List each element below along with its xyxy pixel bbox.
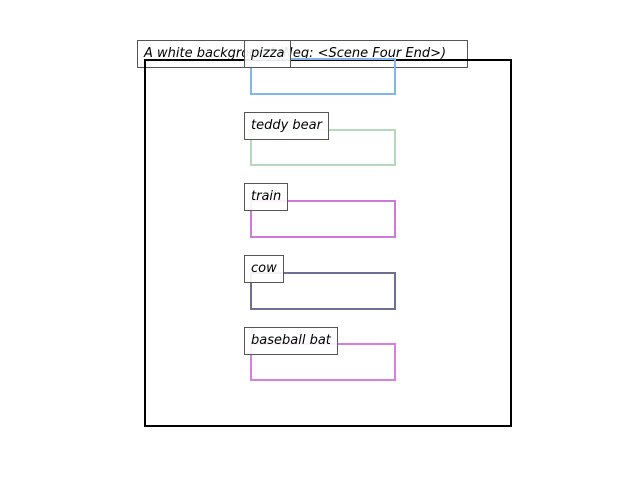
scene-frame	[144, 59, 512, 427]
object-box-pizza	[250, 58, 396, 95]
object-box-train	[250, 200, 396, 238]
scene-caption: A white background (Neg: <Scene Four End…	[137, 40, 468, 68]
object-label-teddy-bear: teddy bear	[244, 112, 329, 140]
object-label-pizza: pizza	[244, 40, 292, 68]
object-label-baseball-bat: baseball bat	[244, 327, 338, 355]
object-label-train: train	[244, 183, 289, 211]
object-box-cow	[250, 272, 396, 310]
object-label-cow: cow	[244, 255, 284, 283]
